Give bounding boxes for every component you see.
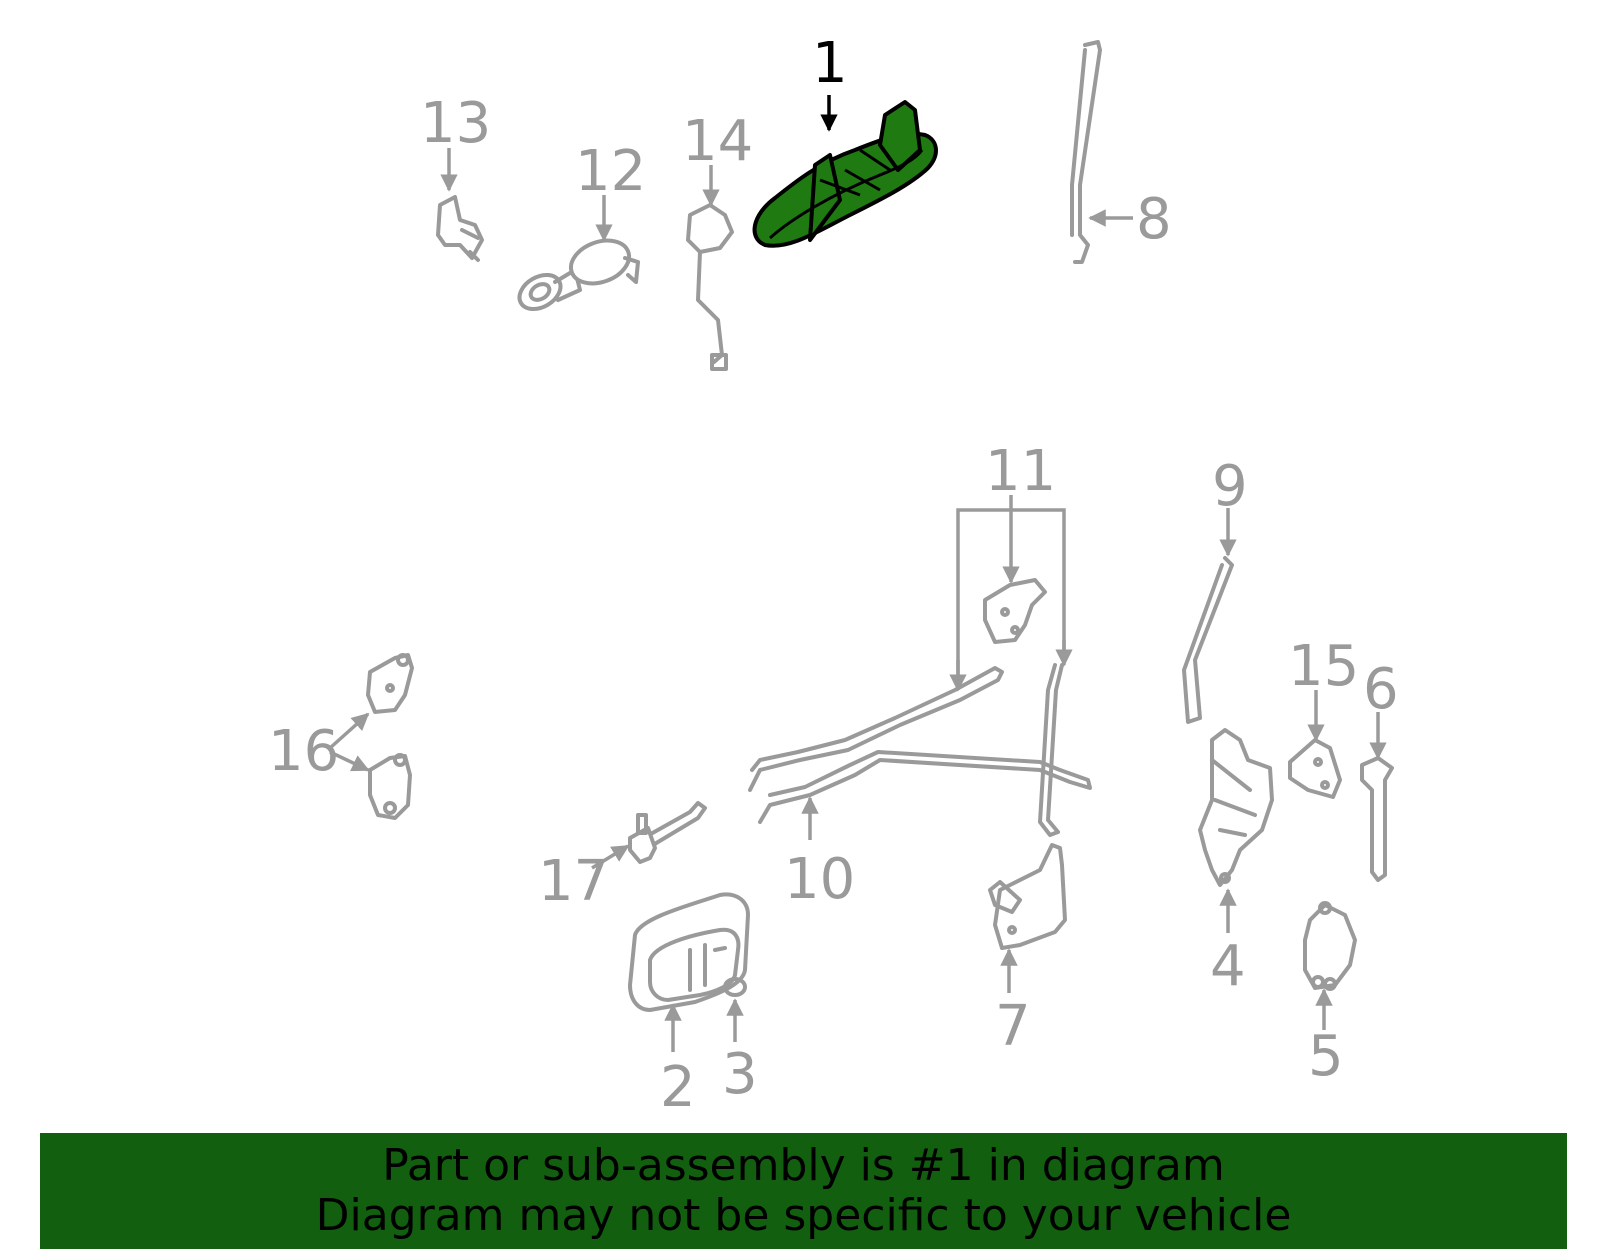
callout-11: 11	[985, 439, 1056, 504]
callout-10: 10	[784, 847, 855, 912]
part-8-rod[interactable]	[1070, 40, 1102, 264]
part-11-bracket[interactable]	[983, 578, 1047, 644]
part-4-lock-actuator[interactable]	[1198, 728, 1274, 887]
callout-15: 15	[1288, 634, 1359, 699]
callout-2: 2	[660, 1055, 696, 1120]
callout-6: 6	[1363, 657, 1399, 722]
part-14-switch[interactable]	[686, 203, 734, 371]
callout-8: 8	[1136, 187, 1172, 252]
part-12-lock-cylinder[interactable]	[513, 233, 640, 316]
callout-14: 14	[682, 109, 753, 174]
part-9-rod[interactable]	[1182, 556, 1234, 724]
part-7-latch[interactable]	[988, 843, 1067, 950]
callout-16: 16	[268, 719, 339, 784]
callout-7: 7	[995, 994, 1031, 1059]
part-5-motor[interactable]	[1303, 901, 1357, 991]
footer-banner: Part or sub-assembly is #1 in diagram Di…	[40, 1133, 1567, 1249]
part-15-plate[interactable]	[1288, 738, 1342, 799]
part-16-hinges[interactable]	[366, 653, 414, 820]
callout-1: 1	[812, 31, 848, 96]
leader-16b	[329, 750, 370, 772]
footer-line-2: Diagram may not be specific to your vehi…	[315, 1190, 1292, 1241]
part-17-door-checker[interactable]	[628, 801, 707, 864]
part-3-clip[interactable]	[723, 977, 747, 997]
callout-12: 12	[575, 139, 646, 204]
callout-5: 5	[1308, 1024, 1344, 1089]
part-13-bracket[interactable]	[436, 195, 484, 262]
footer-line-1: Part or sub-assembly is #1 in diagram	[382, 1140, 1225, 1191]
callout-4: 4	[1210, 934, 1246, 999]
callout-3: 3	[722, 1042, 758, 1107]
callout-17: 17	[538, 849, 609, 914]
part-6-seal[interactable]	[1360, 756, 1394, 882]
part-10-rods[interactable]	[748, 663, 1092, 837]
part-1-outside-handle[interactable]	[752, 100, 938, 248]
callout-13: 13	[420, 91, 491, 156]
callout-9: 9	[1212, 454, 1248, 519]
leader-16a	[328, 712, 370, 750]
leader-17	[591, 844, 630, 870]
part-2-inside-handle[interactable]	[628, 892, 750, 1012]
